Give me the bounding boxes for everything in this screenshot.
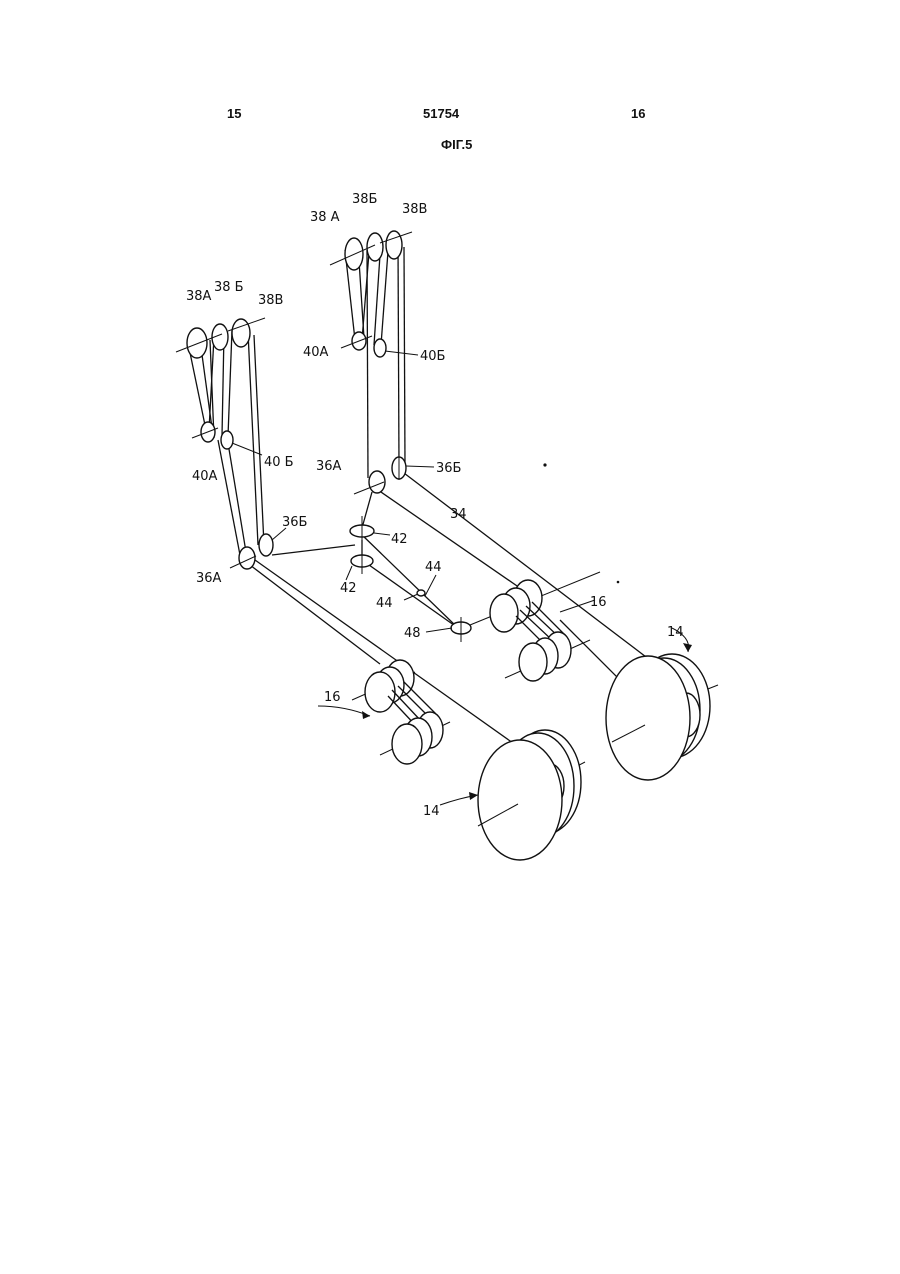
label-16-right: 16 <box>590 595 607 610</box>
spool-14-left <box>478 730 585 860</box>
label-42-bottom: 42 <box>340 581 357 596</box>
guide-38v-right <box>386 231 402 259</box>
label-38a-right: 38 А <box>310 210 340 225</box>
thread-path-left <box>188 330 520 748</box>
guide-38v-left <box>232 319 250 347</box>
label-16-left: 16 <box>324 690 341 705</box>
label-36a-right: 36А <box>316 459 342 474</box>
label-40b-right: 40Б <box>420 349 445 364</box>
label-36b-left: 36Б <box>282 515 307 530</box>
guide-40b-left <box>221 431 233 449</box>
guide-36b-left <box>259 534 273 556</box>
guide-40b-right <box>374 339 386 357</box>
label-40b-left: 40 Б <box>264 455 294 470</box>
label-44-lower: 44 <box>376 596 393 611</box>
scan-speck <box>617 581 620 584</box>
label-42-top: 42 <box>391 532 408 547</box>
label-38v-left: 38В <box>258 293 283 308</box>
label-40a-left: 40А <box>192 469 218 484</box>
label-36a-left: 36А <box>196 571 222 586</box>
label-38a-left: 38А <box>186 289 212 304</box>
label-48: 48 <box>404 626 421 641</box>
label-38b-right: 38Б <box>352 192 377 207</box>
label-34: 34 <box>450 507 467 522</box>
guide-38a-left <box>187 328 207 358</box>
label-40a-right: 40А <box>303 345 329 360</box>
scan-speck <box>543 463 546 466</box>
label-14-right: 14 <box>667 625 684 640</box>
feed-rollers-16-left <box>352 660 450 764</box>
label-38b-left: 38 Б <box>214 280 244 295</box>
guide-36a-right <box>369 471 385 493</box>
feed-rollers-16-right <box>470 572 600 681</box>
label-44-upper: 44 <box>425 560 442 575</box>
guide-44 <box>417 590 425 596</box>
label-38v-right: 38В <box>402 202 427 217</box>
label-36b-right: 36Б <box>436 461 461 476</box>
label-14-left: 14 <box>423 804 440 819</box>
spool-14-right <box>606 654 718 780</box>
